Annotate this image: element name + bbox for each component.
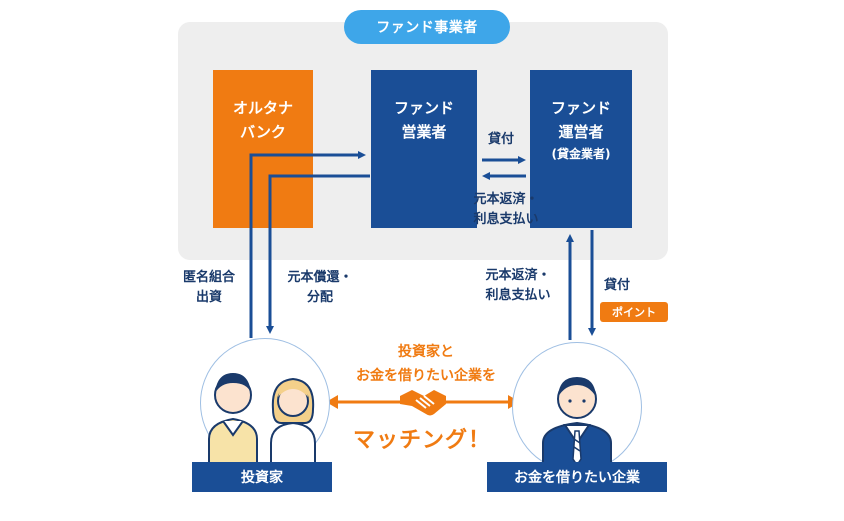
loan-label-right: 貸付 <box>604 278 631 293</box>
sales-line2: 営業者 <box>401 123 447 141</box>
manager-line3: (貸金業者) <box>551 147 611 161</box>
redemption-label: 元本償還・ 分配 <box>287 270 353 305</box>
investment-arrow <box>249 151 366 338</box>
company-circle <box>512 342 642 472</box>
manager-line2: 運営者 <box>558 123 604 141</box>
sales-line1: ファンド <box>393 99 454 117</box>
fund-sales-box: ファンド 営業者 <box>371 70 477 228</box>
fund-operator-label: ファンド事業者 <box>344 10 510 44</box>
manager-line1: ファンド <box>550 99 611 117</box>
investor-circle <box>200 338 330 468</box>
loan-label-top: 貸付 <box>488 132 515 147</box>
matching-headline: マッチング！ <box>352 428 491 453</box>
investor-figures-icon <box>208 373 316 468</box>
company-label: お金を借りたい企業 <box>487 462 667 492</box>
repay-label-top: 元本返済・ 利息支払い <box>473 192 539 227</box>
orutana-bank-box: オルタナ バンク <box>213 70 313 228</box>
orutana-line1: オルタナ <box>232 99 293 117</box>
investment-label: 匿名組合 出資 <box>182 270 235 305</box>
point-badge: ポイント <box>600 302 668 322</box>
businessman-icon <box>542 377 612 472</box>
investor-label: 投資家 <box>192 462 332 492</box>
handshake-icon <box>400 390 446 416</box>
matching-description: 投資家と お金を借りたい企業を <box>356 344 496 384</box>
redemption-arrow <box>266 174 370 334</box>
fund-manager-box: ファンド 運営者 (貸金業者) <box>530 70 632 228</box>
repay-label-right: 元本返済・ 利息支払い <box>485 268 551 303</box>
orutana-line2: バンク <box>240 123 286 141</box>
